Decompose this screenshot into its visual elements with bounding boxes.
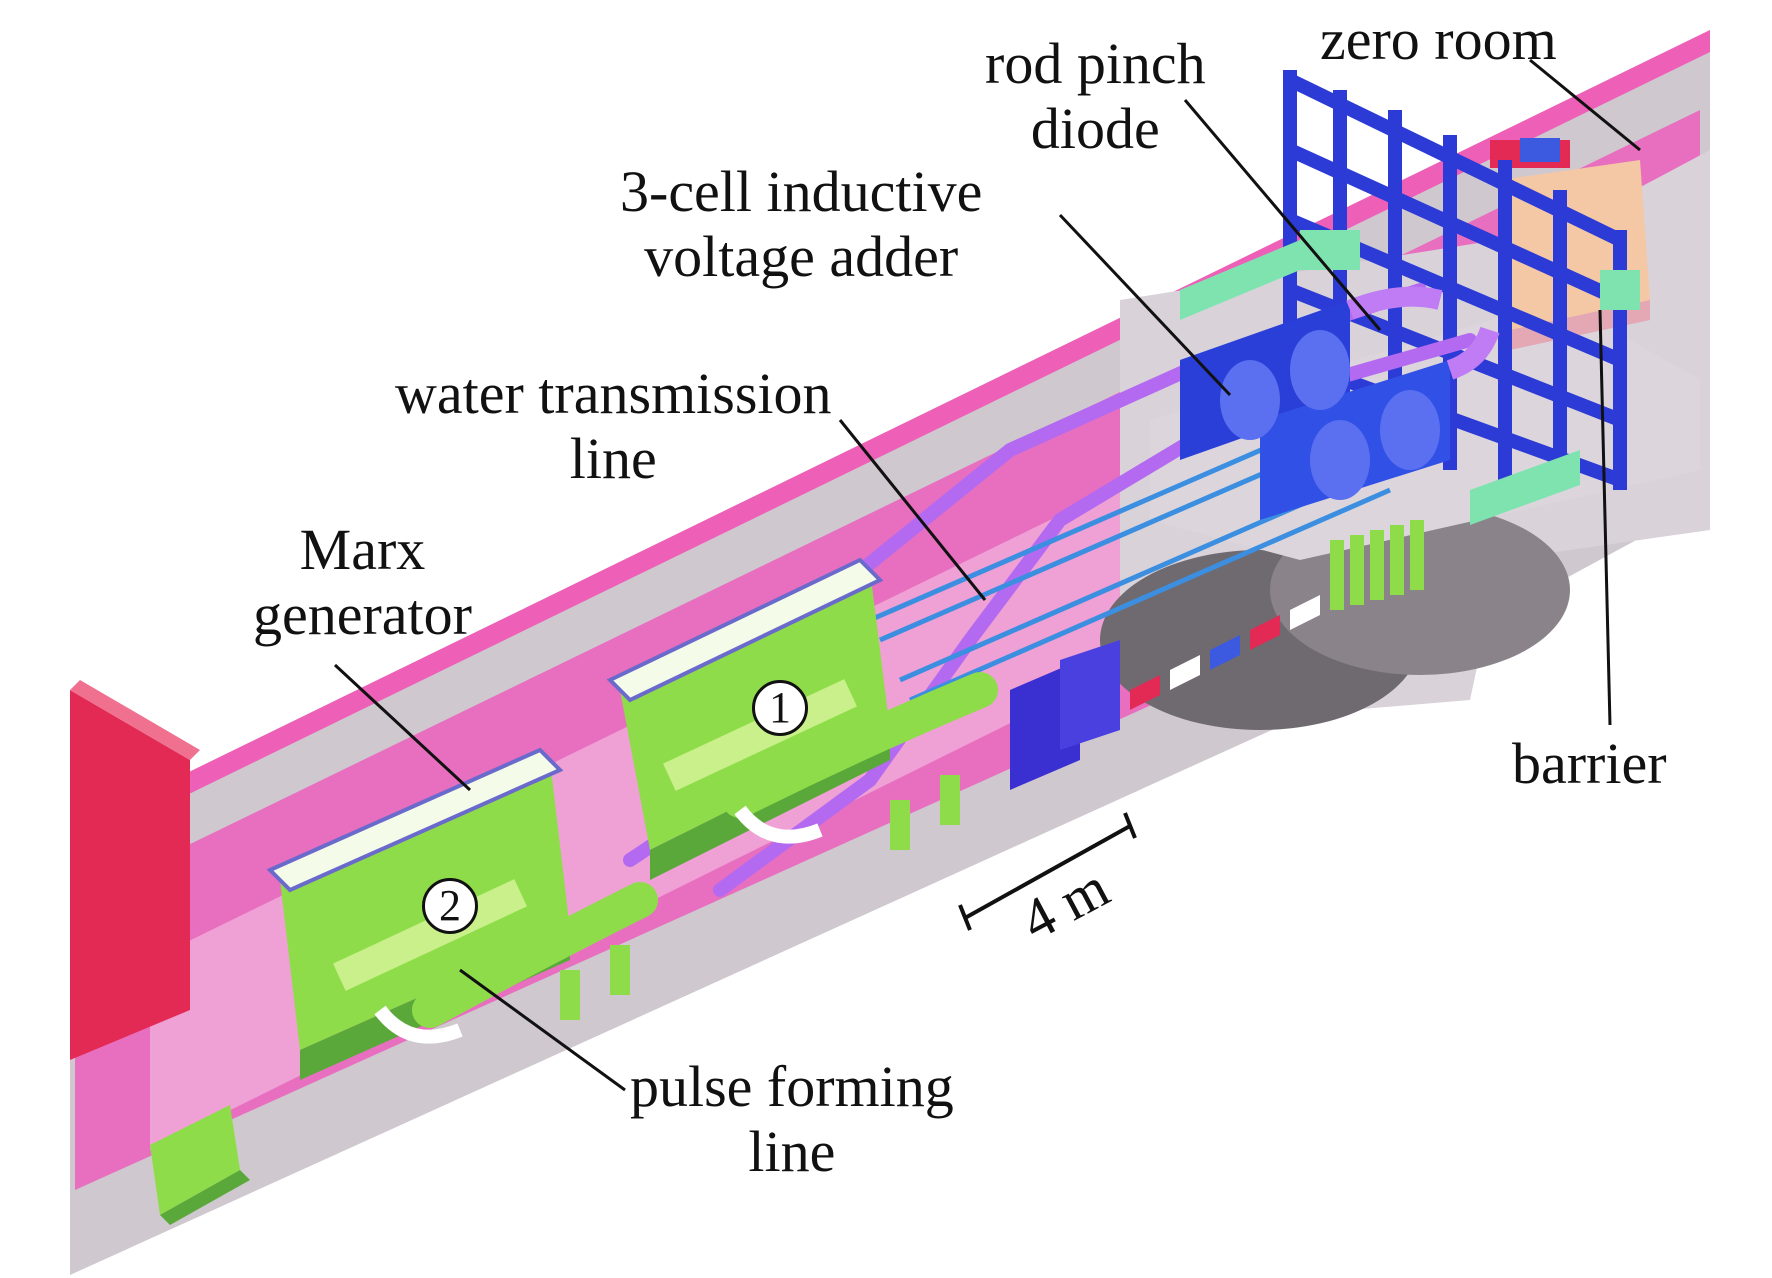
pfl-supports <box>560 775 960 1020</box>
label-pulse-forming-line: pulse forming line <box>630 1054 954 1184</box>
marker-1: 1 <box>752 680 808 736</box>
leader-pfl <box>459 968 626 1092</box>
teal-bench-upper <box>1180 240 1300 320</box>
label-zero-room: zero room <box>1320 7 1557 72</box>
green-floor-cube-side <box>160 1170 250 1225</box>
blue-box-2 <box>1060 640 1120 750</box>
left-red-block <box>70 690 190 1060</box>
left-red-block-top <box>70 680 200 760</box>
leader-wtl <box>838 419 987 601</box>
floor-color-tiles <box>1130 595 1320 710</box>
leader-marx <box>333 663 472 792</box>
teal-bench-lower <box>1470 450 1580 525</box>
pulse-forming-line-1 <box>722 672 998 818</box>
leader-lines <box>333 58 1641 1092</box>
rod-pinch-diode-pipe-2 <box>1446 326 1500 380</box>
leader-zero-room <box>1529 58 1641 152</box>
leader-barrier <box>1598 309 1612 726</box>
marker-2: 2 <box>422 878 478 934</box>
label-water-transmission-line: water transmission line <box>395 361 832 491</box>
label-inductive-voltage-adder: 3-cell inductive voltage adder <box>620 159 983 289</box>
leader-ivda <box>1058 213 1232 397</box>
label-rod-pinch-diode: rod pinch diode <box>985 31 1206 161</box>
barrier-teal-panel <box>1300 230 1360 270</box>
zero-room-blue-tag <box>1520 138 1560 162</box>
gas-cylinders <box>1330 520 1424 610</box>
green-floor-cube <box>150 1105 240 1215</box>
barrier-teal-panel-2 <box>1600 270 1640 310</box>
label-marx-generator: Marx generator <box>253 517 472 647</box>
pfl-2-arc <box>374 1005 463 1044</box>
label-barrier: barrier <box>1512 731 1667 796</box>
ivda-units <box>1180 300 1450 520</box>
pfl-1-arc <box>734 805 823 844</box>
leader-rod-pinch <box>1183 99 1382 331</box>
scale-bar <box>958 812 1137 931</box>
pulse-forming-line-2 <box>412 882 658 1028</box>
